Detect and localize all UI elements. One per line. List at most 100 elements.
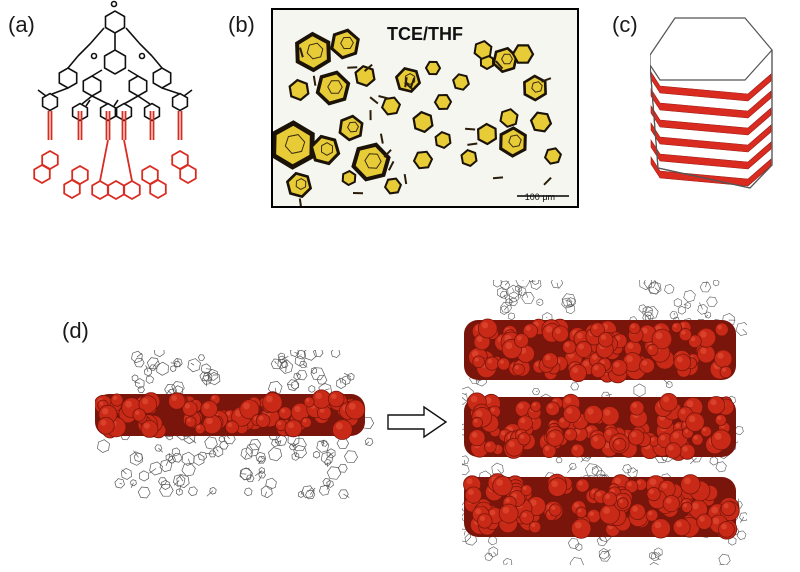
space-filling-atom bbox=[563, 427, 578, 442]
atom-highlight bbox=[655, 332, 663, 340]
framework-ring bbox=[649, 562, 659, 565]
framework-ring bbox=[244, 487, 253, 497]
bowl-ring bbox=[82, 75, 102, 97]
atom-highlight bbox=[673, 323, 677, 328]
space-filling-atom bbox=[678, 328, 692, 342]
framework-ring bbox=[305, 489, 316, 500]
framework-ring bbox=[213, 445, 224, 458]
atom-highlight bbox=[319, 408, 325, 413]
framework-ring bbox=[308, 385, 316, 393]
framework-ring bbox=[248, 439, 262, 451]
framework-ring bbox=[739, 512, 747, 522]
framework-ring bbox=[517, 286, 527, 297]
framework-bond bbox=[307, 487, 312, 493]
space-filling-atom bbox=[110, 393, 124, 407]
carbonyl-oxygen bbox=[138, 52, 146, 60]
framework-ring bbox=[131, 350, 143, 364]
space-filling-atom bbox=[696, 513, 713, 530]
framework-bond bbox=[264, 491, 268, 497]
atom-highlight bbox=[574, 521, 582, 529]
space-filling-atom bbox=[628, 322, 641, 335]
framework-ring bbox=[219, 441, 229, 450]
framework-ring bbox=[277, 352, 286, 361]
framework-ring bbox=[536, 298, 544, 307]
space-filling-atom bbox=[575, 506, 588, 519]
atom-highlight bbox=[627, 343, 634, 349]
hexagonal-crystal bbox=[412, 110, 434, 134]
atom-highlight bbox=[600, 334, 607, 340]
anthracene-ring bbox=[149, 178, 167, 200]
framework-ring bbox=[318, 485, 330, 496]
framework-ring bbox=[591, 465, 603, 477]
framework-bond bbox=[673, 312, 675, 316]
framework-bond bbox=[326, 452, 334, 459]
framework-bond bbox=[173, 480, 180, 486]
atom-highlight bbox=[566, 430, 571, 435]
framework-ring bbox=[633, 383, 646, 398]
framework-bond bbox=[504, 280, 510, 286]
space-filling-atom bbox=[468, 429, 486, 447]
atom-highlight bbox=[102, 408, 109, 415]
framework-bond bbox=[136, 352, 143, 358]
atom-highlight bbox=[596, 491, 602, 497]
atom-highlight bbox=[490, 407, 495, 412]
framework-ring bbox=[507, 312, 516, 321]
framework-ring bbox=[521, 291, 535, 304]
framework-bond bbox=[190, 362, 195, 366]
framework-ring bbox=[197, 451, 208, 461]
space-filling-atom bbox=[497, 357, 511, 371]
framework-bond bbox=[206, 490, 214, 497]
space-filling-atom bbox=[570, 443, 585, 458]
framework-ring bbox=[326, 448, 336, 459]
crystal-fragment bbox=[369, 96, 379, 105]
alkyne-arm bbox=[47, 111, 53, 140]
space-filling-atom bbox=[646, 343, 659, 357]
atom-highlight bbox=[479, 515, 486, 521]
atom-highlight bbox=[710, 399, 717, 406]
space-filling-atom bbox=[471, 416, 483, 429]
framework-ring bbox=[575, 543, 583, 551]
framework-bond bbox=[254, 470, 263, 477]
space-filling-atom bbox=[710, 429, 732, 451]
atom-highlight bbox=[481, 321, 489, 329]
framework-ring bbox=[532, 388, 541, 396]
hexagonal-crystal bbox=[543, 147, 563, 165]
space-filling-atom bbox=[484, 356, 500, 371]
atom-highlight bbox=[505, 498, 510, 503]
atom-highlight bbox=[514, 365, 519, 370]
framework-ring bbox=[290, 350, 299, 357]
red-layer bbox=[650, 70, 772, 102]
atom-highlight bbox=[605, 494, 611, 499]
framework-ring bbox=[735, 322, 747, 336]
framework-ring bbox=[648, 551, 657, 560]
framework-ring bbox=[570, 382, 580, 391]
framework-ring bbox=[255, 451, 266, 463]
framework-bond bbox=[326, 483, 331, 490]
space-filling-atom bbox=[517, 432, 531, 446]
space-filling-atom bbox=[568, 364, 587, 383]
space-filling-atom bbox=[664, 442, 682, 459]
space-filling-atom bbox=[262, 392, 283, 413]
atom-highlight bbox=[587, 408, 594, 415]
atom-highlight bbox=[604, 442, 611, 449]
framework-bond bbox=[279, 440, 282, 446]
framework-bond bbox=[740, 516, 745, 523]
space-filling-atom bbox=[132, 408, 146, 422]
atom-highlight bbox=[642, 360, 648, 366]
atom-highlight bbox=[548, 403, 553, 409]
hexagonal-crystal bbox=[523, 74, 547, 102]
framework-ring bbox=[193, 453, 205, 466]
top-benzene-ring bbox=[104, 10, 126, 34]
framework-bond bbox=[567, 466, 574, 474]
atom-highlight bbox=[243, 402, 250, 410]
space-filling-atom bbox=[696, 344, 716, 364]
atom-highlight bbox=[348, 402, 356, 410]
atom-highlight bbox=[688, 415, 696, 423]
atom-highlight bbox=[474, 357, 479, 362]
space-filling-atom bbox=[514, 333, 529, 348]
space-filling-atom bbox=[563, 405, 582, 424]
space-filling-atom bbox=[720, 500, 737, 517]
crystal-fragment bbox=[492, 176, 504, 180]
atom-highlight bbox=[592, 436, 599, 442]
framework-ring bbox=[245, 443, 260, 457]
